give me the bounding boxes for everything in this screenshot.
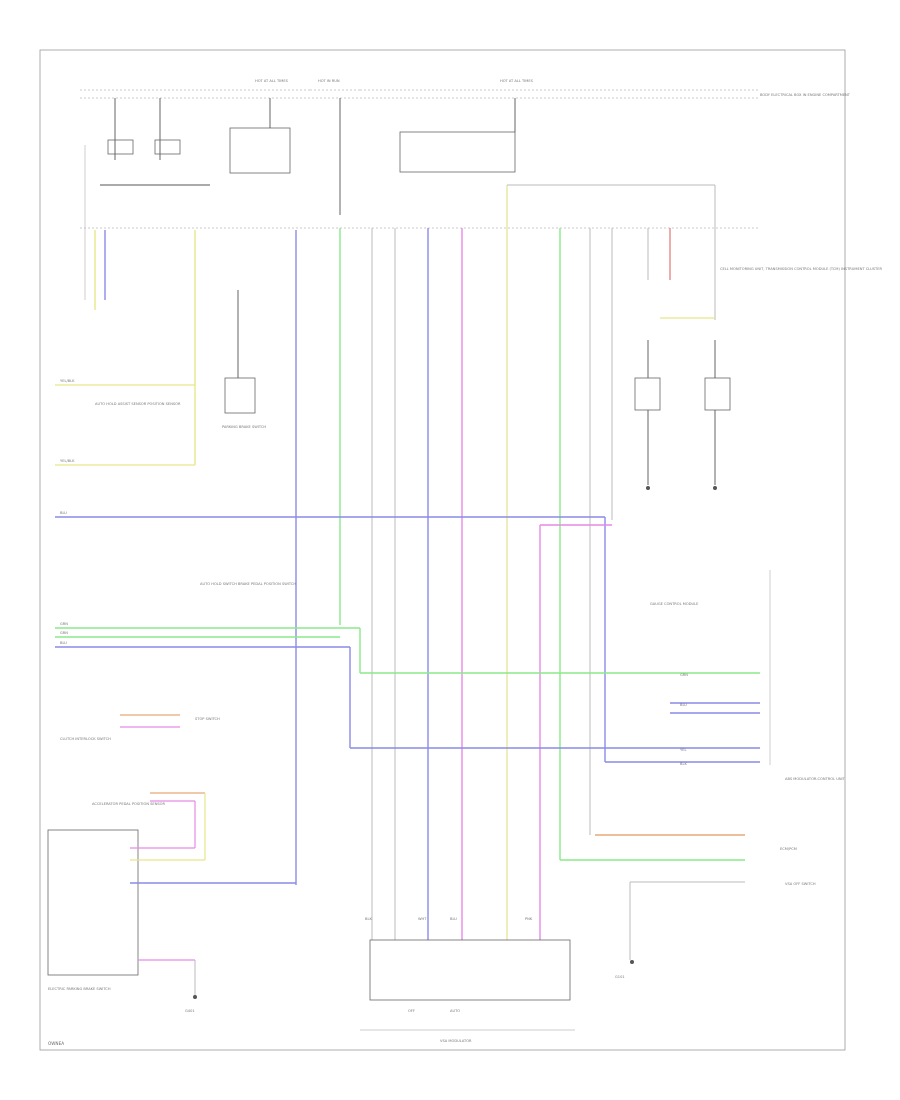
- stop-switch-label: STOP SWITCH: [195, 717, 220, 721]
- pin-bottom-2: WHT: [418, 917, 427, 921]
- left-area: YEL/BLK YEL/BLK AUTO HOLD ASSIST SENSOR …: [55, 379, 195, 466]
- vsa-note: VSA OFF SWITCH: [785, 882, 816, 886]
- relay-center: [229, 98, 516, 215]
- vsa-modulator: VSA MODULATOR OFF AUTO G101 BLK WHT BLU …: [360, 917, 634, 1043]
- yellow-bottom-label: YEL/BLK: [60, 459, 75, 463]
- power-bus: HOT AT ALL TIMES HOT IN RUN HOT AT ALL T…: [80, 79, 760, 99]
- pin-bottom-4: PNK: [525, 917, 533, 921]
- page-ref: OWNEA: [48, 1041, 64, 1046]
- ground-mid-label: G101: [615, 975, 625, 979]
- right-connector: GRN BLU YEL BLK ABS MODULATOR-CONTROL UN…: [680, 570, 846, 886]
- relay-box-label: BODY ELECTRICAL BOX IN ENGINE COMPARTMEN…: [760, 93, 851, 97]
- ecm-note: ECM/PCM: [780, 847, 797, 851]
- bus-label-3: HOT AT ALL TIMES: [500, 79, 534, 83]
- right-label-3: YEL: [680, 748, 686, 752]
- gauge-unit-label: GAUGE CONTROL MODULE: [650, 602, 699, 606]
- right-label-4: BLK: [680, 762, 687, 766]
- bus-label-1: HOT AT ALL TIMES: [255, 79, 289, 83]
- pin-bottom-3: BLU: [450, 917, 457, 921]
- right-label-1: GRN: [680, 673, 688, 677]
- accel-sensor: ACCELERATOR PEDAL POSITION SENSOR: [92, 792, 206, 860]
- parking-brake-switch: PARKING BRAKE SWITCH: [222, 290, 266, 429]
- vsa-off: OFF: [408, 1009, 415, 1013]
- right-label-2: BLU: [680, 703, 687, 707]
- ground-left-label: G401: [185, 1009, 195, 1013]
- wires-horizontal: BLU GRN GRN BLU AUTO HOLD SWITCH BRAKE P…: [55, 511, 760, 960]
- bus-label-2: HOT IN RUN: [318, 79, 340, 83]
- wires-vertical: [94, 184, 716, 940]
- right-components: CELL MONITORING UNIT, TRANSMISSION CONTR…: [634, 267, 883, 490]
- left-blue-2: BLU: [60, 641, 67, 645]
- left-green-2: GRN: [60, 631, 68, 635]
- park-brake-label: PARKING BRAKE SWITCH: [222, 425, 266, 429]
- epb-label: ELECTRIC PARKING BRAKE SWITCH: [48, 987, 111, 991]
- left-blue-label: BLU: [60, 511, 67, 515]
- pin-bottom-1: BLK: [365, 917, 372, 921]
- center-note: AUTO HOLD SWITCH BRAKE PEDAL POSITION SW…: [200, 582, 296, 586]
- diagram-frame: [39, 49, 846, 1051]
- accel-label: ACCELERATOR PEDAL POSITION SENSOR: [92, 802, 165, 806]
- abs-note: ABS MODULATOR-CONTROL UNIT: [785, 777, 846, 781]
- pcm-note: CELL MONITORING UNIT, TRANSMISSION CONTR…: [720, 267, 883, 271]
- clutch-interlock: CLUTCH INTERLOCK SWITCH STOP SWITCH: [60, 714, 220, 741]
- electric-parking-brake: ELECTRIC PARKING BRAKE SWITCH G401: [47, 829, 296, 1013]
- left-green-1: GRN: [60, 622, 68, 626]
- yellow-top-label: YEL/BLK: [60, 379, 75, 383]
- vsa-auto: AUTO: [450, 1009, 460, 1013]
- fuse-block-left: [84, 98, 210, 300]
- vsa-title: VSA MODULATOR: [440, 1039, 472, 1043]
- left-note: AUTO HOLD ASSIST SENSOR POSITION SENSOR: [95, 402, 181, 406]
- clutch-label: CLUTCH INTERLOCK SWITCH: [60, 737, 111, 741]
